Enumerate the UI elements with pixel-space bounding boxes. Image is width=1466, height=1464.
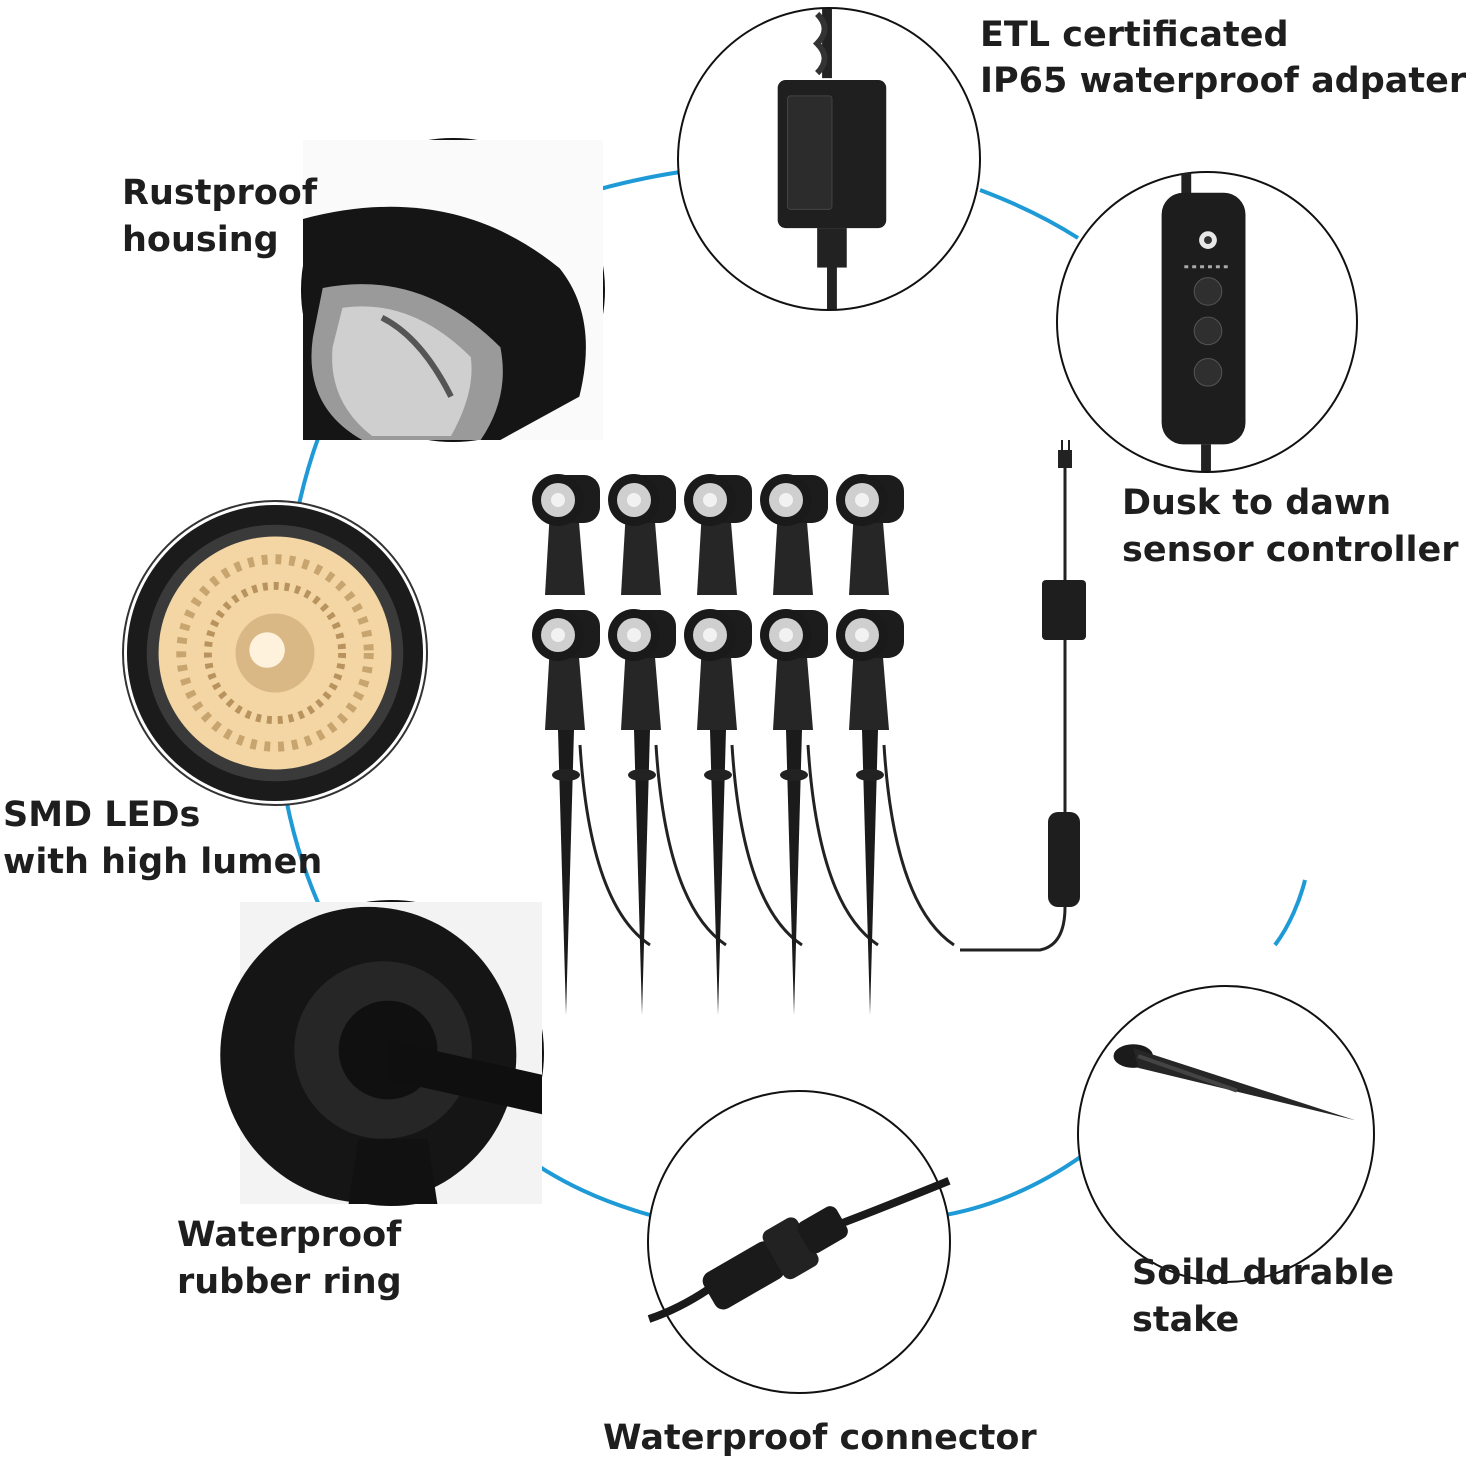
leds-label-line-1: SMD LEDs [3, 795, 201, 835]
stake-label-line-1: Soild durable [1132, 1253, 1395, 1293]
ring-badge [220, 900, 544, 1206]
housing-label-line-1: Rustproof [122, 173, 318, 213]
leds-badge [122, 500, 428, 806]
ring-label-line-2: rubber ring [177, 1262, 402, 1302]
ring-label-line-1: Waterproof [177, 1215, 402, 1255]
spotlight-fixture [684, 474, 752, 595]
connector-label-line-1: Waterproof connector [603, 1418, 1037, 1458]
connector-badge [647, 1090, 951, 1394]
spotlight-housing-icon [303, 140, 603, 440]
spotlight-fixture [836, 609, 955, 1015]
controller-badge [1056, 171, 1358, 473]
spotlight-fixture [532, 474, 600, 595]
housing-badge [301, 138, 605, 442]
housing-label-line-2: housing [122, 220, 279, 260]
spotlight-fixture [684, 609, 803, 1015]
spotlight-fixture [608, 474, 676, 595]
spotlight-fixture [760, 474, 828, 595]
spotlight-fixture [836, 474, 904, 595]
ground-stake-icon [1113, 1044, 1356, 1121]
controller-label-line-1: Dusk to dawn [1122, 483, 1392, 523]
connector-label: Waterproof connector [603, 1415, 1037, 1462]
housing-label: Rustproof housing [122, 170, 317, 264]
controller-label-line-2: sensor controller [1122, 530, 1459, 570]
stake-label: Soild durable stake [1132, 1250, 1394, 1344]
adapter-label-line-1: ETL certificated [980, 15, 1289, 55]
cable-connector-icon [647, 1177, 951, 1323]
stake-badge [1077, 985, 1375, 1283]
rubber-ring-icon [220, 902, 542, 1204]
adapter-label-line-2: IP65 waterproof adpater [980, 61, 1466, 101]
spotlight-fixture [532, 609, 651, 1015]
spotlight-fixture [608, 609, 727, 1015]
ring-label: Waterproof rubber ring [177, 1212, 402, 1306]
adapter-label: ETL certificated IP65 waterproof adpater [980, 12, 1466, 104]
leds-label: SMD LEDs with high lumen [3, 792, 322, 886]
controller-label: Dusk to dawn sensor controller [1122, 480, 1459, 574]
spotlight-kit-icon [532, 440, 1086, 1015]
led-lens-icon [126, 504, 424, 802]
adapter-badge [677, 7, 981, 311]
leds-label-line-2: with high lumen [3, 842, 323, 882]
stake-label-line-2: stake [1132, 1300, 1240, 1340]
remote-controller-icon [1161, 173, 1246, 471]
power-adapter-icon [777, 9, 887, 309]
spotlight-fixture [760, 609, 879, 1015]
